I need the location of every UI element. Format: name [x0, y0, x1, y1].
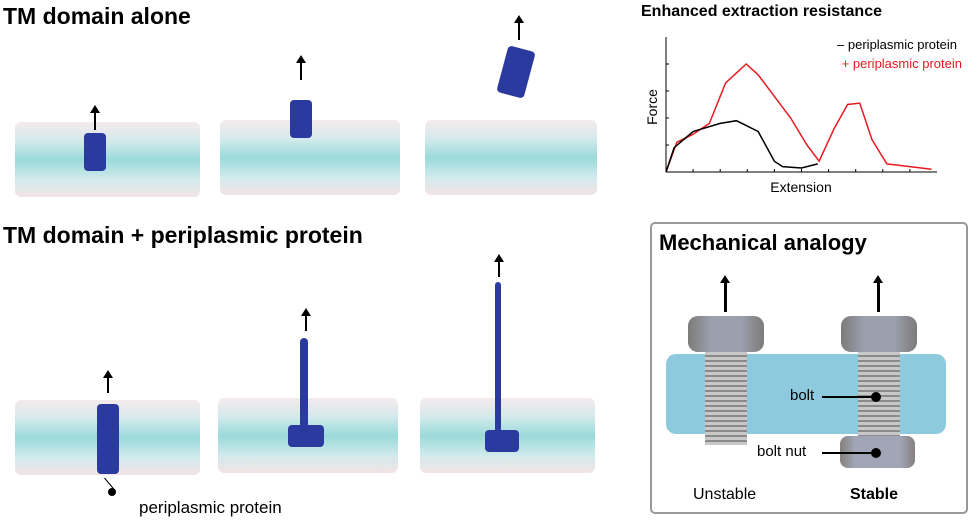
bolt-shaft-unstable — [705, 345, 747, 445]
series-line-minus — [665, 119, 818, 173]
bolt-head-unstable — [688, 316, 764, 352]
analogy-title: Mechanical analogy — [659, 230, 867, 255]
pull-arrow-icon — [301, 308, 311, 331]
pointer-dot — [871, 392, 881, 402]
periplasmic-label: periplasmic protein — [139, 498, 282, 517]
title-tm-periplasmic: TM domain + periplasmic protein — [3, 222, 363, 248]
protein-bottom-3-strand — [495, 282, 501, 432]
membrane-top-3 — [425, 120, 597, 195]
pointer-dot — [108, 488, 116, 496]
analogy-panel — [650, 222, 968, 514]
legend-minus: – periplasmic protein — [837, 37, 957, 52]
protein-bottom-1 — [97, 404, 119, 474]
unstable-label: Unstable — [693, 486, 757, 503]
legend-plus: + periplasmic protein — [842, 56, 962, 71]
protein-bottom-2 — [288, 425, 324, 447]
pull-arrow-icon — [103, 370, 113, 393]
bolt-shaft-stable — [858, 345, 900, 437]
bolt-pointer — [822, 396, 874, 398]
chart-ylabel: Force — [644, 89, 660, 125]
stable-label: Stable — [850, 486, 899, 503]
protein-top-3 — [496, 45, 536, 99]
bolt-nut-label: bolt nut — [757, 443, 807, 460]
bolt-label: bolt — [790, 387, 815, 404]
series-line-plus — [665, 62, 932, 173]
pull-arrow-icon — [90, 105, 100, 130]
protein-bottom-3 — [485, 430, 519, 452]
nut-pointer — [822, 452, 874, 454]
pull-arrow-icon — [296, 55, 306, 80]
title-tm-alone: TM domain alone — [3, 3, 191, 29]
protein-top-2 — [290, 100, 312, 138]
bolt-head-stable — [841, 316, 917, 352]
chart-title: Enhanced extraction resistance — [641, 3, 882, 20]
pull-arrow-icon — [720, 275, 730, 312]
pull-arrow-icon — [514, 15, 524, 40]
chart-xlabel: Extension — [770, 179, 831, 195]
protein-bottom-2-strand — [300, 338, 308, 428]
membrane-top-1 — [15, 122, 200, 197]
pull-arrow-icon — [494, 254, 504, 277]
pull-arrow-icon — [873, 275, 883, 312]
force-chart: Extension Force – periplasmic protein + … — [644, 37, 962, 195]
pointer-dot — [871, 448, 881, 458]
protein-top-1 — [84, 133, 106, 171]
